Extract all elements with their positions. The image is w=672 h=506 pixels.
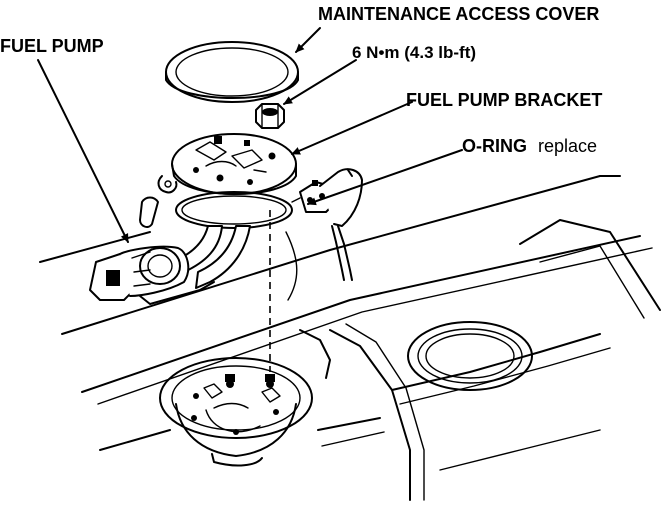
label-torque-spec: 6 N•m (4.3 lb-ft) [352, 43, 476, 62]
label-o-ring: O-RING [462, 136, 527, 156]
floor-panel [39, 175, 661, 501]
leader-lines [37, 27, 463, 243]
fuel-pump-assembly [89, 225, 251, 305]
electrical-connector [291, 168, 363, 281]
floor-access-hole [407, 321, 533, 391]
flange-nut [255, 103, 285, 129]
maintenance-access-cover [165, 41, 299, 103]
leader-fuel-pump [37, 59, 129, 243]
leader-torque [283, 59, 357, 105]
leader-oring [307, 149, 463, 206]
label-maintenance-access-cover: MAINTENANCE ACCESS COVER [318, 4, 599, 24]
label-fuel-pump: FUEL PUMP [0, 36, 104, 56]
leader-bracket [291, 101, 413, 155]
label-fuel-pump-bracket: FUEL PUMP BRACKET [406, 90, 602, 110]
fuel-tank-opening [159, 357, 313, 467]
label-o-ring-group: O-RING replace [462, 136, 597, 156]
hose-clip [139, 175, 178, 228]
fuel-pump-bracket [171, 133, 297, 195]
leader-maintenance-cover [295, 27, 321, 53]
label-o-ring-note: replace [538, 136, 597, 156]
o-ring [175, 191, 293, 229]
